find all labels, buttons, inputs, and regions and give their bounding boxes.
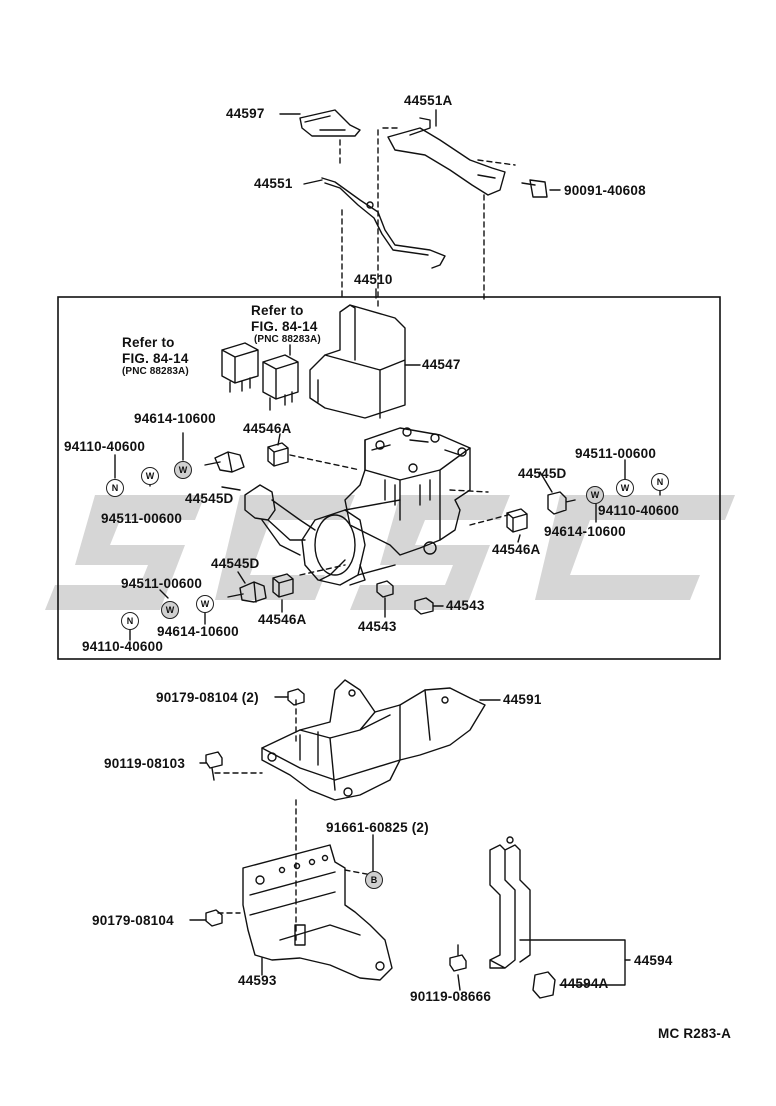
- label-94110-40600-a: 94110-40600: [64, 439, 146, 454]
- nut-symbol-b: N: [651, 473, 669, 491]
- label-44591: 44591: [503, 692, 542, 707]
- washer-symbol-d: W: [586, 486, 604, 504]
- cover-44547: [309, 304, 406, 419]
- label-94511-00600-b: 94511-00600: [575, 446, 657, 461]
- label-90119-08103: 90119-08103: [104, 756, 186, 771]
- label-44551A: 44551A: [404, 93, 453, 108]
- tube-44551: [321, 177, 446, 269]
- washer-symbol-a: W: [174, 461, 192, 479]
- bolt-90179-top: [287, 688, 305, 706]
- label-94614-10600-c: 94614-10600: [157, 624, 239, 639]
- label-94614-10600-b: 94614-10600: [544, 524, 626, 539]
- washer-symbol-f: W: [196, 595, 214, 613]
- nut-44543-a: [376, 580, 394, 598]
- nut-symbol-a: N: [106, 479, 124, 497]
- label-44545D-c: 44545D: [211, 556, 260, 571]
- grommet-left-lower: [272, 573, 294, 598]
- refer-to-line1-right: Refer to: [251, 303, 304, 318]
- label-91661-60825-2: 91661-60825 (2): [326, 820, 429, 835]
- pump-motor: [301, 509, 366, 586]
- label-94511-00600-c: 94511-00600: [121, 576, 203, 591]
- label-44546A-a: 44546A: [243, 421, 292, 436]
- actuator-body: [344, 427, 471, 556]
- refer-to-line1-left: Refer to: [122, 335, 175, 350]
- label-94614-10600-a: 94614-10600: [134, 411, 216, 426]
- label-44545D-a: 44545D: [185, 491, 234, 506]
- grommet-left-upper: [267, 442, 289, 467]
- washer-symbol-c: W: [616, 479, 634, 497]
- label-44543-a: 44543: [358, 619, 397, 634]
- label-44594A: 44594A: [560, 976, 609, 991]
- washer-symbol-e: W: [161, 601, 179, 619]
- cushion-44594A: [532, 971, 556, 999]
- label-44543-b: 44543: [446, 598, 485, 613]
- bracket-44597: [299, 109, 361, 137]
- bolt-44545D-lower: [227, 581, 267, 603]
- label-44545D-b: 44545D: [518, 466, 567, 481]
- label-44594: 44594: [634, 953, 673, 968]
- bolt-90119-b: [449, 944, 467, 972]
- label-44597: 44597: [226, 106, 265, 121]
- stay-44551A: [387, 117, 506, 196]
- label-94511-00600-a: 94511-00600: [101, 511, 183, 526]
- watermark-logo: [45, 495, 735, 610]
- relay-right: [262, 354, 299, 411]
- refer-to-line2-left: FIG. 84-14: [122, 351, 189, 366]
- label-44546A-b: 44546A: [492, 542, 541, 557]
- bolt-90119-a: [205, 751, 223, 781]
- assembly-frame: [57, 296, 721, 660]
- bolt-44545D-right: [547, 491, 576, 515]
- wire-harness: [244, 484, 316, 556]
- bracket-44593: [242, 844, 393, 981]
- bolt-symbol: B: [365, 871, 383, 889]
- bolt-90091: [521, 179, 548, 198]
- label-90091-40608: 90091-40608: [564, 183, 646, 198]
- figure-code: MC R283-A: [658, 1026, 732, 1041]
- nut-44543-b: [414, 597, 434, 615]
- washer-symbol-b: W: [141, 467, 159, 485]
- label-90119-08666: 90119-08666: [410, 989, 492, 1004]
- label-44510: 44510: [354, 272, 393, 287]
- label-44593: 44593: [238, 973, 277, 988]
- relay-left: [221, 342, 259, 393]
- refer-to-line3-right: (PNC 88283A): [254, 334, 321, 345]
- bracket-44591: [261, 679, 486, 801]
- grommet-right: [506, 508, 528, 533]
- refer-to-line3-left: (PNC 88283A): [122, 366, 189, 377]
- label-90179-08104-2: 90179-08104 (2): [156, 690, 259, 705]
- label-94110-40600-b: 94110-40600: [598, 503, 680, 518]
- label-44547: 44547: [422, 357, 461, 372]
- bolt-90179-b: [205, 909, 223, 927]
- stay-44594: [489, 844, 531, 969]
- label-90179-08104: 90179-08104: [92, 913, 174, 928]
- label-44551: 44551: [254, 176, 293, 191]
- label-94110-40600-c: 94110-40600: [82, 639, 164, 654]
- nut-symbol-c: N: [121, 612, 139, 630]
- bolt-44545D-upper: [204, 451, 245, 473]
- refer-to-line2-right: FIG. 84-14: [251, 319, 318, 334]
- label-44546A-c: 44546A: [258, 612, 307, 627]
